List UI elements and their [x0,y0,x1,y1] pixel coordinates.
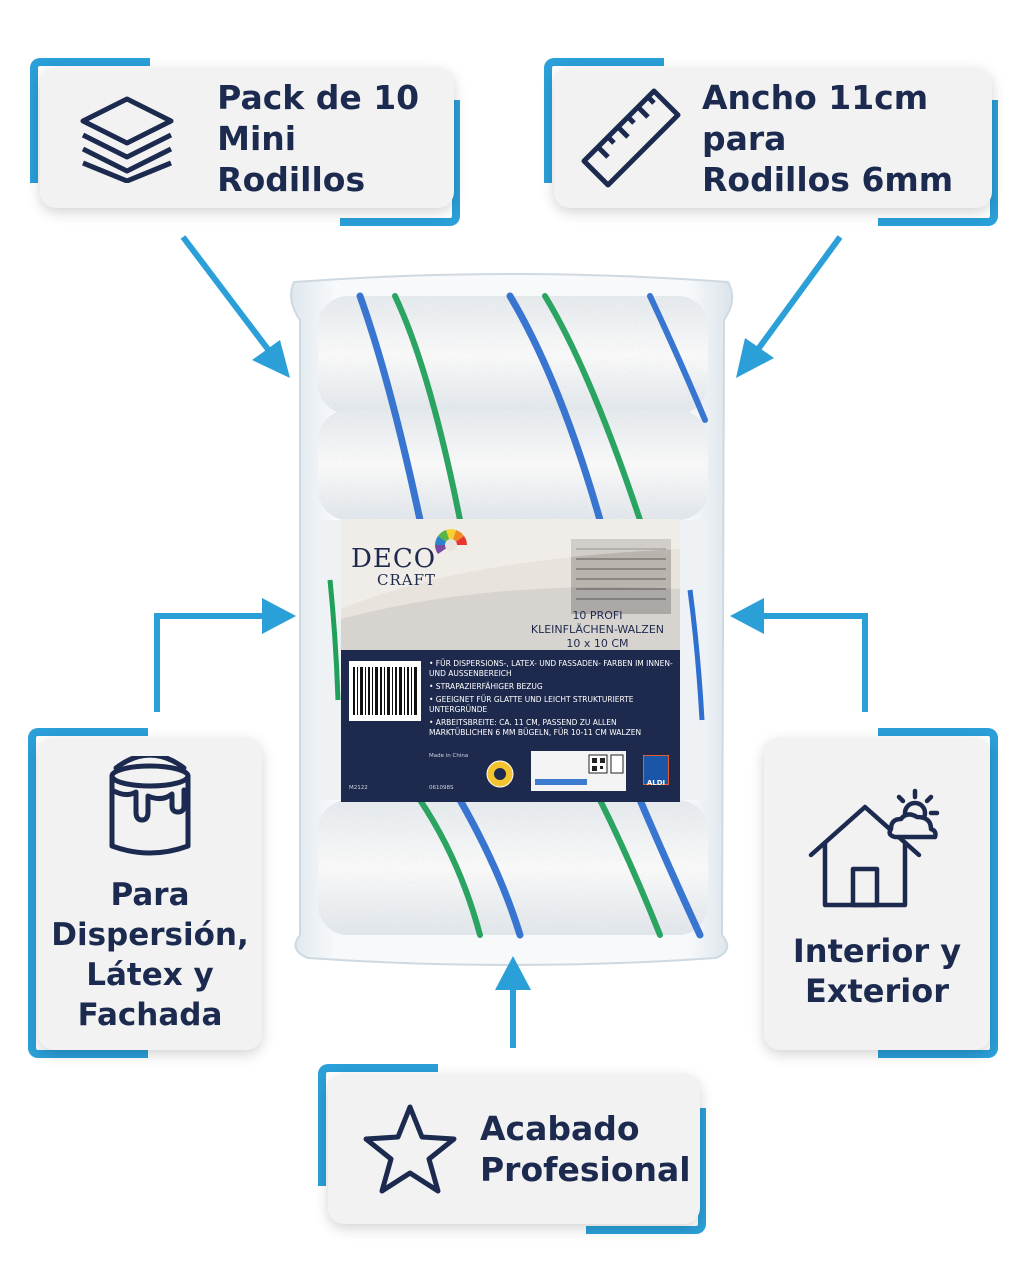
feature-line: Mini Rodillos [217,118,366,199]
feature-text: Interior y Exterior [793,931,961,1011]
feature-text: Ancho 11cm para Rodillos 6mm [702,77,992,200]
stacked-layers-icon [62,88,191,188]
product-bullets: • FÜR DISPERSIONS-, LATEX- UND FASSADEN-… [429,659,674,741]
barcode [349,661,421,721]
made-in-text: Made in China [429,753,469,759]
batch-code: 061098S [429,785,454,791]
rainbow-logo-icon [435,529,467,554]
roller-stripe [356,292,424,524]
feature-line: Rodillos 6mm [702,159,954,199]
product-title-line: KLEINFLÄCHEN-WALZEN [530,623,664,636]
feature-line: Acabado [480,1109,640,1148]
card-bracket [28,728,148,1058]
product-bullet: • STRAPAZIERFÄHIGER BEZUG [429,682,543,691]
ruler-icon [576,83,686,193]
brand-subname: CRAFT [377,571,437,589]
product-title-line: 10 x 10 CM [566,637,629,650]
feature-line: Pack de 10 [217,77,420,117]
card-bracket [586,1108,706,1234]
feature-card-finish: Acabado Profesional [328,1074,700,1224]
product-title-line: 10 PROFI [572,609,623,622]
retailer-logo: ALDI [643,755,669,787]
feature-line: Látex y [86,957,214,993]
product-bullet: • GEEIGNET FÜR GLATTE UND LEICHT STRUKTU… [429,695,634,714]
star-icon [350,1094,470,1204]
roller-stripe [506,292,604,524]
roller-stripe [417,797,483,938]
paint-can-icon [95,753,205,863]
house-weather-icon [807,777,947,917]
feature-line: Profesional [480,1150,691,1189]
warranty-seal-icon [486,760,514,788]
brand-name: DECO [351,544,437,574]
feature-text: Pack de 10 Mini Rodillos [217,77,454,200]
card-bracket [878,100,998,226]
feature-card-environment: Interior y Exterior [764,738,990,1050]
info-sticker [531,751,626,791]
label-wave [341,519,680,650]
roller-stripe [647,293,708,423]
card-bracket [340,100,460,226]
card-bracket [878,728,998,1058]
feature-line: Ancho 11cm para [702,77,929,158]
card-bracket [318,1064,438,1186]
roller-stripe [542,293,643,523]
feature-card-width: Ancho 11cm para Rodillos 6mm [554,68,992,208]
feature-text: Acabado Profesional [480,1108,691,1190]
product-label: DECO CRAFT 10 PROFI KLEINFLÄCHEN-WALZEN … [341,519,680,802]
feature-line: Dispersión, [51,917,249,953]
feature-card-usage: Para Dispersión, Látex y Fachada [38,738,262,1050]
roller-stripe [392,293,463,523]
article-code: M2122 [349,785,368,791]
feature-card-pack: Pack de 10 Mini Rodillos [40,68,454,208]
roller-stripe [456,796,524,939]
label-header: DECO CRAFT 10 PROFI KLEINFLÄCHEN-WALZEN … [341,519,680,650]
feature-line: Exterior [804,972,949,1010]
feature-line: Interior y [792,932,962,970]
feature-line: Para [110,877,190,913]
card-bracket [30,58,150,183]
card-bracket [544,58,664,183]
feature-text: Para Dispersión, Látex y Fachada [51,875,249,1035]
product-bullet: • ARBEITSBREITE: CA. 11 CM, PASSEND ZU A… [429,718,642,737]
roller-stripe [597,797,663,938]
roller-stripe [636,796,704,939]
product-title: 10 PROFI KLEINFLÄCHEN-WALZEN 10 x 10 CM [531,609,664,651]
product-bullet: • FÜR DISPERSIONS-, LATEX- UND FASSADEN-… [429,659,673,678]
feature-line: Fachada [77,997,223,1033]
